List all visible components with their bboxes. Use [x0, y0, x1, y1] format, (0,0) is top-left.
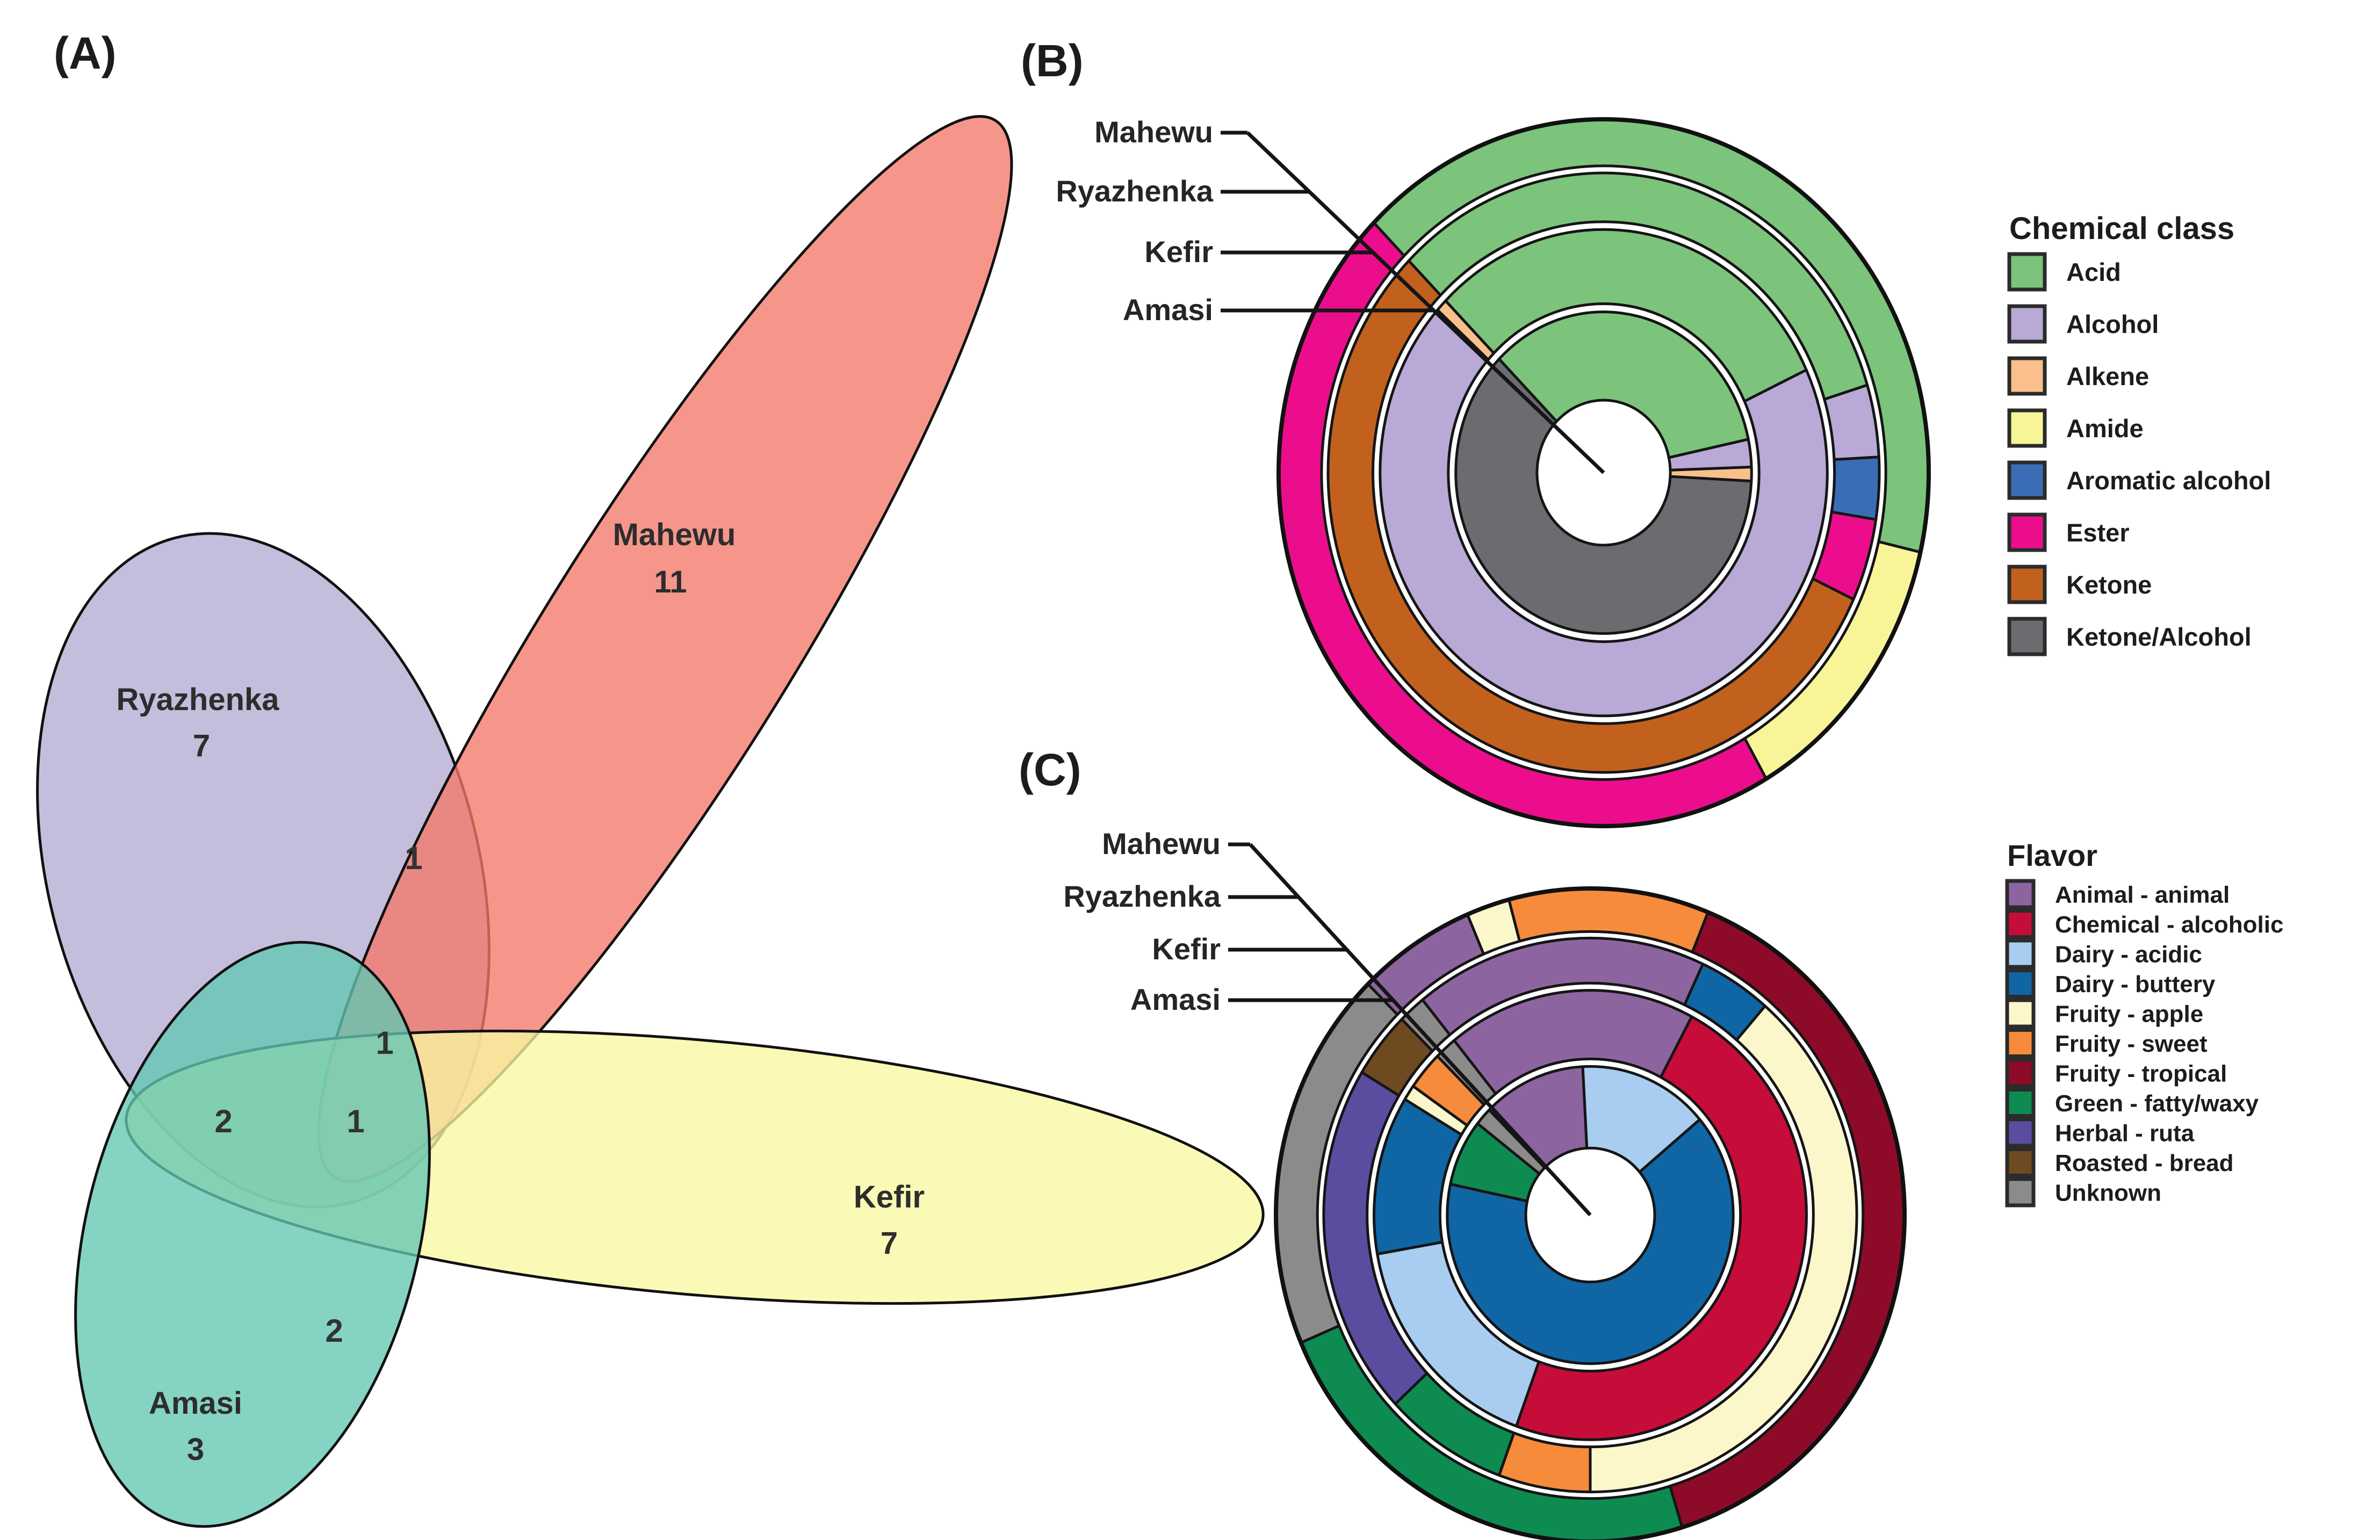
venn-set-label: Ryazhenka	[116, 682, 279, 717]
sunburst-segment-ryazhenka	[1823, 384, 1880, 461]
venn-ellipse-amasi	[74, 941, 431, 1528]
legend-label: Aromatic alcohol	[2066, 466, 2271, 495]
ring-callout-label: Amasi	[1130, 982, 1221, 1016]
legend-label: Dairy - buttery	[2055, 971, 2216, 997]
legend-label: Chemical - alcoholic	[2055, 912, 2283, 938]
callout-diagonal-line	[1246, 131, 1605, 474]
ring-callout-label: Kefir	[1152, 932, 1221, 966]
legend-swatch	[2005, 998, 2036, 1029]
legend-label: Roasted - bread	[2055, 1150, 2234, 1176]
legend-swatch	[2005, 1177, 2036, 1208]
legend-label: Fruity - sweet	[2055, 1031, 2208, 1057]
sunburst-segment-ryazhenka	[1407, 171, 1869, 401]
venn-overlap-count: 2	[325, 1313, 343, 1349]
sunburst-segment-amasi	[1497, 310, 1750, 459]
legend-label: Fruity - tropical	[2055, 1060, 2227, 1087]
venn-overlap-count: 2	[214, 1103, 232, 1139]
chemical-class-legend: Chemical classAcidAlcoholAlkeneAmideArom…	[2007, 211, 2271, 656]
legend-swatch	[2007, 617, 2047, 656]
legend-swatch	[2005, 1147, 2036, 1177]
sunburst-segment-ryazhenka	[1830, 456, 1881, 521]
sunburst-segment-amasi	[1446, 1118, 1735, 1365]
ring-callout-label: Amasi	[1123, 293, 1213, 327]
legend-swatch	[2007, 512, 2047, 552]
legend-swatch	[2005, 879, 2036, 909]
sunburst-outer-rim	[1276, 117, 1931, 828]
legend-label: Ketone	[2066, 570, 2152, 599]
panel-b-label: (B)	[1021, 35, 1084, 86]
venn-overlap-count: 1	[405, 840, 422, 876]
flavor-sunburst	[1274, 886, 1907, 1540]
legend-label: Ester	[2066, 518, 2130, 547]
legend-swatch	[2005, 909, 2036, 939]
sunburst-outer-rim	[1274, 886, 1907, 1540]
legend-label: Amide	[2066, 414, 2144, 443]
legend-swatch	[2005, 1058, 2036, 1088]
legend-swatch	[2007, 356, 2047, 396]
ring-callout-label: Kefir	[1144, 235, 1213, 269]
venn-set-label: Kefir	[854, 1180, 925, 1214]
venn-overlap-count: 1	[376, 1025, 393, 1061]
legend-swatch	[2007, 304, 2047, 344]
legend-swatch	[2005, 1088, 2036, 1118]
legend-label: Fruity - apple	[2055, 1001, 2203, 1027]
ring-callout-label: Ryazhenka	[1056, 174, 1213, 208]
legend-swatch	[2007, 408, 2047, 448]
sunburst-segment-kefir	[1379, 308, 1829, 718]
legend-swatch	[2005, 938, 2036, 969]
venn-set-label: Amasi	[149, 1386, 242, 1421]
legend-swatch	[2007, 460, 2047, 500]
ring-callout-label: Mahewu	[1102, 827, 1221, 861]
legend-label: Acid	[2066, 258, 2121, 286]
legend-label: Unknown	[2055, 1180, 2161, 1206]
venn-set-count: 3	[187, 1432, 204, 1467]
sunburst-segment-kefir	[1514, 1015, 1808, 1441]
legend-label: Herbal - ruta	[2055, 1120, 2195, 1146]
venn-set-count: 7	[881, 1226, 898, 1261]
sunburst-segment-kefir	[1411, 1054, 1485, 1127]
sunburst-segment-kefir	[1444, 228, 1808, 403]
sunburst-segment-amasi	[1488, 1065, 1589, 1169]
sunburst-segment-amasi	[1581, 1065, 1701, 1174]
legend-label: Ketone/Alcohol	[2066, 623, 2252, 651]
legend-swatch	[2005, 1117, 2036, 1148]
legend-swatch	[2005, 968, 2036, 999]
legend-swatch	[2007, 252, 2047, 292]
sunburst-segment-ryazhenka	[1589, 1004, 1858, 1494]
venn-overlap-count: 1	[347, 1103, 364, 1139]
ring-callout-label: Ryazhenka	[1063, 879, 1221, 913]
sunburst-segment-ryazhenka	[1322, 1071, 1429, 1406]
callout-diagonal-line	[1249, 843, 1592, 1217]
legend-label: Green - fatty/waxy	[2055, 1090, 2259, 1117]
panel-c-label: (C)	[1019, 744, 1081, 795]
legend-title: Chemical class	[2009, 211, 2234, 246]
sunburst-segment-amasi	[1454, 357, 1753, 635]
venn-set-count: 7	[193, 728, 210, 763]
panel-a-label: (A)	[54, 28, 117, 78]
legend-label: Alcohol	[2066, 310, 2159, 338]
legend-swatch	[2007, 565, 2047, 604]
sunburst-segment-ryazhenka	[1497, 1431, 1592, 1494]
sunburst-segment-kefir	[1436, 299, 1496, 361]
legend-title: Flavor	[2007, 838, 2097, 872]
legend-label: Dairy - acidic	[2055, 941, 2202, 967]
chemical-sunburst	[1276, 117, 1931, 828]
venn-set-label: Mahewu	[613, 517, 736, 552]
sunburst-segment-kefir	[1453, 989, 1693, 1095]
venn-set-count: 11	[654, 565, 687, 599]
legend-swatch	[2005, 1028, 2036, 1058]
ring-callout-label: Mahewu	[1094, 115, 1213, 149]
legend-label: Animal - animal	[2055, 881, 2230, 908]
legend-label: Alkene	[2066, 362, 2149, 391]
